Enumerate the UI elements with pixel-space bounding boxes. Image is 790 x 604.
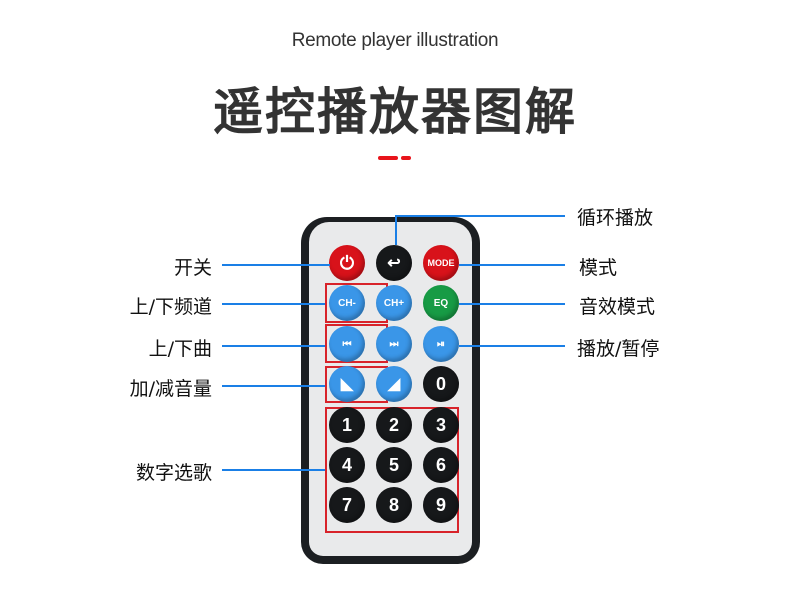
leader-line (222, 469, 325, 471)
digit-2-button[interactable]: 2 (376, 407, 412, 443)
ch-plus-button[interactable]: CH+ (376, 285, 412, 321)
volume-up-button[interactable]: ◢ (376, 366, 412, 402)
label-track: 上/下曲 (148, 338, 212, 360)
eq-button[interactable]: EQ (423, 285, 459, 321)
label-play-pause: 播放/暂停 (577, 338, 660, 360)
leader-line (395, 215, 565, 217)
digit-5-button[interactable]: 5 (376, 447, 412, 483)
title-dash (378, 156, 398, 160)
subtitle: Remote player illustration (291, 30, 499, 51)
label-eq: 音效模式 (579, 296, 656, 318)
leader-line (222, 385, 325, 387)
leader-line (459, 345, 565, 347)
label-channel: 上/下频道 (129, 296, 212, 318)
power-button[interactable]: ⏻ (329, 245, 365, 281)
ch-minus-button[interactable]: CH- (329, 285, 365, 321)
digit-1-button[interactable]: 1 (329, 407, 365, 443)
page-title: 遥控播放器图解 (213, 83, 577, 141)
label-power: 开关 (173, 257, 212, 279)
label-loop: 循环播放 (577, 207, 654, 229)
title-dash (401, 156, 411, 160)
leader-line (459, 303, 565, 305)
digit-0-button[interactable]: 0 (423, 366, 459, 402)
mode-button[interactable]: MODE (423, 245, 459, 281)
leader-line (395, 215, 397, 245)
volume-down-button[interactable]: ◣ (329, 366, 365, 402)
digit-8-button[interactable]: 8 (376, 487, 412, 523)
digit-4-button[interactable]: 4 (329, 447, 365, 483)
label-volume: 加/减音量 (129, 378, 212, 400)
next-button[interactable]: ⏭ (376, 326, 412, 362)
label-mode: 模式 (579, 257, 618, 279)
play-pause-button[interactable]: ⏯ (423, 326, 459, 362)
digit-6-button[interactable]: 6 (423, 447, 459, 483)
leader-line (222, 264, 330, 266)
digit-7-button[interactable]: 7 (329, 487, 365, 523)
digit-9-button[interactable]: 9 (423, 487, 459, 523)
leader-line (459, 264, 565, 266)
digit-3-button[interactable]: 3 (423, 407, 459, 443)
prev-button[interactable]: ⏮ (329, 326, 365, 362)
label-digits: 数字选歌 (135, 462, 212, 484)
leader-line (222, 303, 325, 305)
loop-button[interactable]: ↩ (376, 245, 412, 281)
leader-line (222, 345, 325, 347)
